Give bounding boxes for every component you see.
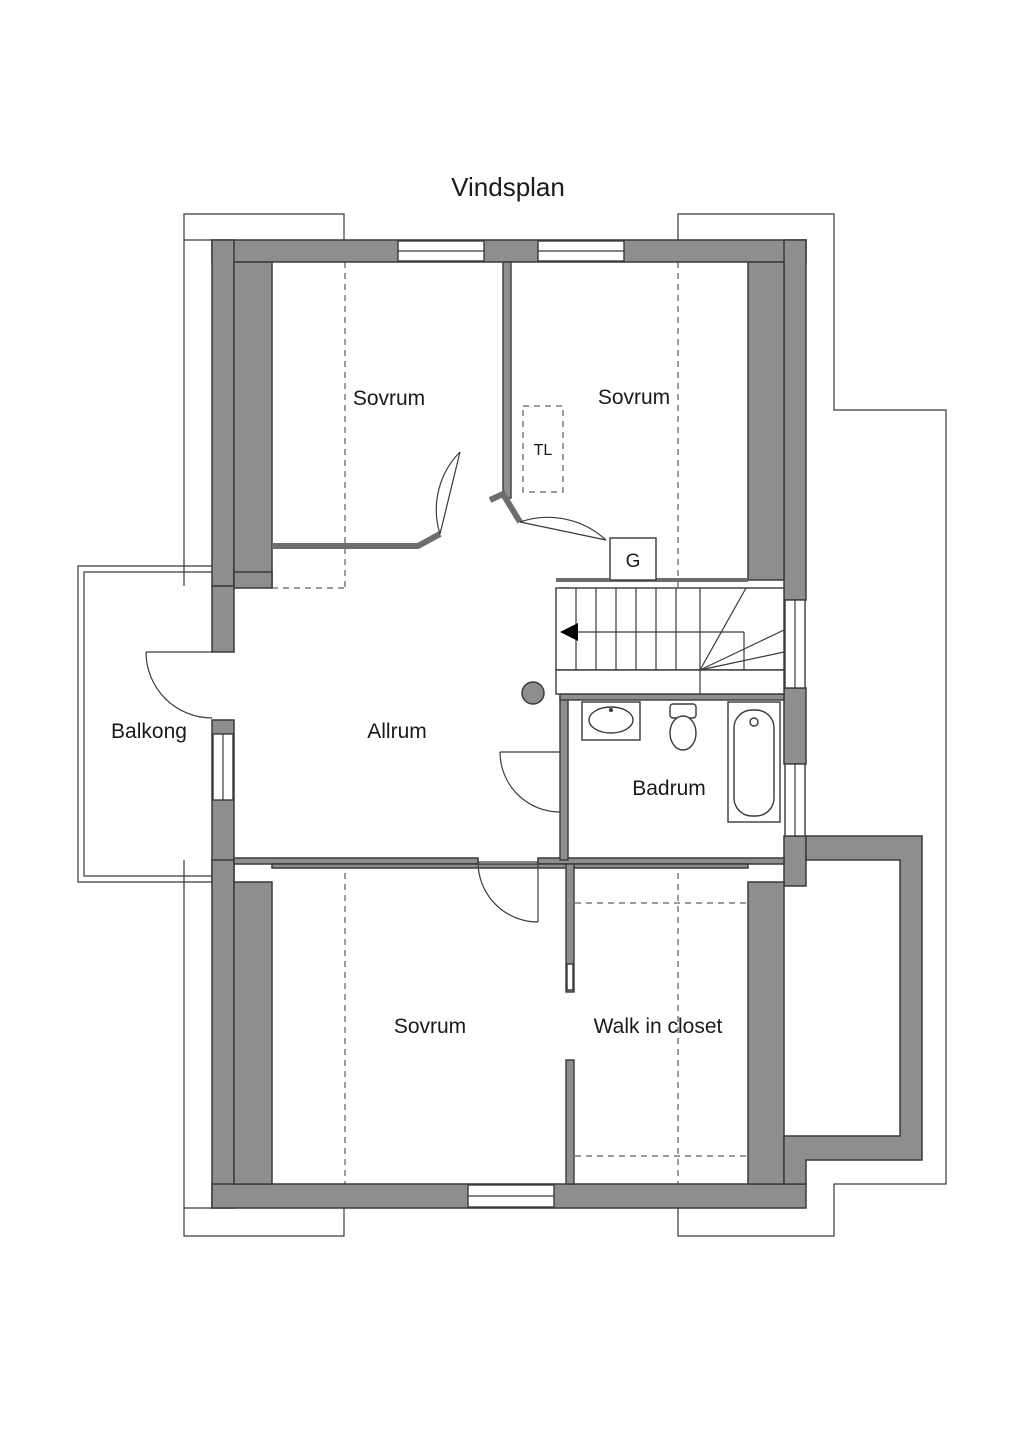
room-label-sovrum-top-left: Sovrum: [353, 387, 425, 410]
stairs[interactable]: [555, 587, 785, 695]
walls: [211, 239, 923, 1209]
room-label-allrum: Allrum: [367, 720, 427, 743]
room-label-badrum: Badrum: [632, 777, 706, 800]
windows: [212, 240, 806, 1208]
room-label-walk-in-closet: Walk in closet: [594, 1015, 723, 1038]
room-label-sovrum-top-right: Sovrum: [598, 386, 670, 409]
balcony: [77, 565, 212, 883]
tl-marker: TL: [534, 442, 553, 459]
bathroom-fixtures: [581, 701, 781, 823]
partitions: [272, 261, 785, 1185]
roof-dashed-lines: [272, 240, 806, 1208]
room-label-sovrum-bottom: Sovrum: [394, 1015, 466, 1038]
roof-outline: [183, 213, 947, 1237]
toilet-icon: [669, 703, 697, 751]
bathtub-icon: [727, 701, 781, 823]
chimney-icon: [521, 681, 545, 705]
stair-arrow-icon: [560, 623, 578, 641]
room-label-balkong: Balkong: [111, 720, 187, 743]
g-box: [609, 537, 657, 581]
tl-box: [522, 405, 564, 493]
g-marker: G: [626, 551, 641, 572]
doors: [145, 451, 607, 991]
room-labels: Sovrum Sovrum Allrum Balkong Badrum Sovr…: [111, 386, 722, 1038]
plan-title: Vindsplan: [451, 172, 565, 202]
